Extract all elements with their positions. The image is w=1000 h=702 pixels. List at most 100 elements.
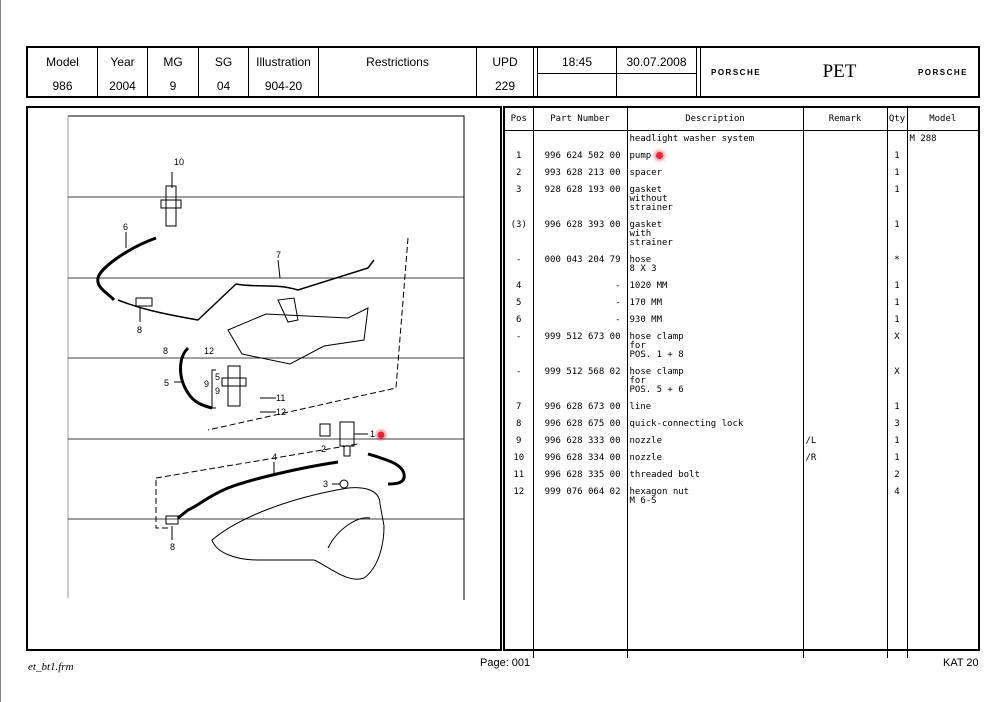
row-remark [803, 364, 888, 399]
row-model [907, 484, 978, 510]
header-model: Model 986 [28, 48, 98, 96]
gasket-part [339, 479, 349, 489]
description-line: hexagon nut [629, 487, 690, 497]
highlight-marker-dot [656, 152, 664, 159]
row-pos: 9 [505, 433, 534, 450]
callout-12b: 12 [276, 407, 286, 417]
row-part-number: 996 624 502 00 [533, 148, 628, 165]
row-qty: 1 [887, 295, 908, 312]
header-illustration-label: Illustration [256, 55, 311, 69]
callout-8c: 8 [170, 542, 175, 552]
row-pos: 1 [505, 148, 534, 165]
row-part-number [533, 130, 628, 148]
row-remark [803, 182, 888, 217]
description-line: nozzle [629, 436, 663, 446]
row-qty: 1 [887, 165, 908, 182]
callout-12a: 12 [204, 346, 214, 356]
row-description: 1020 MM [627, 278, 804, 295]
row-model [907, 450, 978, 467]
brand-area: PORSCHE PET PORSCHE [700, 48, 978, 96]
row-description: headlight washer system [627, 130, 804, 148]
description-line: 170 MM [629, 298, 663, 308]
row-description: spacer [627, 165, 804, 182]
row-qty: 3 [887, 416, 908, 433]
row-pos: 8 [505, 416, 534, 433]
connector-8-part [165, 515, 179, 525]
row-description: line [627, 399, 804, 416]
row-part-number: 996 628 393 00 [533, 217, 628, 252]
col-model: Model [907, 108, 978, 131]
row-remark [803, 295, 888, 312]
row-model [907, 416, 978, 433]
header-time-cell: 18:45 [537, 48, 617, 96]
description-line: nozzle [629, 453, 663, 463]
bracket-plate-part [227, 307, 369, 365]
header-year-label: Year [110, 55, 135, 69]
row-description: 170 MM [627, 295, 804, 312]
row-model [907, 399, 978, 416]
reservoir-part [327, 517, 371, 549]
row-description: threaded bolt [627, 467, 804, 484]
description-line: threaded bolt [629, 470, 700, 480]
row-remark [803, 165, 888, 182]
row-qty: X [887, 329, 908, 364]
callout-3: 3 [323, 479, 328, 489]
row-part-number: - [533, 312, 628, 329]
description-line: 930 MM [629, 315, 663, 325]
assembly-boundary [155, 443, 359, 479]
app-title: PET [822, 61, 857, 82]
row-pos: 10 [505, 450, 534, 467]
callout-5a: 5 [164, 378, 169, 388]
header-year-value: 2004 [109, 79, 136, 93]
row-part-number: 996 628 673 00 [533, 399, 628, 416]
row-part-number: - [533, 295, 628, 312]
description-line: for [629, 376, 646, 386]
footer-form-name: et_bt1.frm [28, 661, 74, 673]
hose-4-part [177, 460, 339, 520]
row-remark [803, 312, 888, 329]
row-description: quick-connecting lock [627, 416, 804, 433]
footer-page: Page: 001 [480, 657, 531, 669]
row-pos [505, 130, 534, 148]
row-description: pump [627, 148, 804, 165]
highlight-marker-glow [375, 429, 387, 441]
row-pos: - [505, 252, 534, 278]
description-line: pump [630, 152, 801, 161]
callout-2: 2 [321, 444, 326, 454]
header-mg: MG 9 [148, 48, 199, 96]
row-part-number: 999 512 673 00 [533, 329, 628, 364]
page-left-edge [0, 0, 1, 702]
description-line: with [629, 229, 652, 239]
callout-bracket [211, 369, 216, 409]
row-part-number: 928 628 193 00 [533, 182, 628, 217]
filler-cell [533, 510, 628, 658]
porsche-logo-right: PORSCHE [917, 67, 968, 77]
header-sg-value: 04 [216, 79, 231, 93]
row-qty: 1 [887, 148, 908, 165]
row-qty [887, 130, 908, 148]
callout-7: 7 [276, 250, 281, 260]
row-remark [803, 416, 888, 433]
row-part-number: 999 076 064 02 [533, 484, 628, 510]
assembly-boundary [155, 480, 168, 529]
header-date: 30.07.2008 [617, 48, 696, 74]
